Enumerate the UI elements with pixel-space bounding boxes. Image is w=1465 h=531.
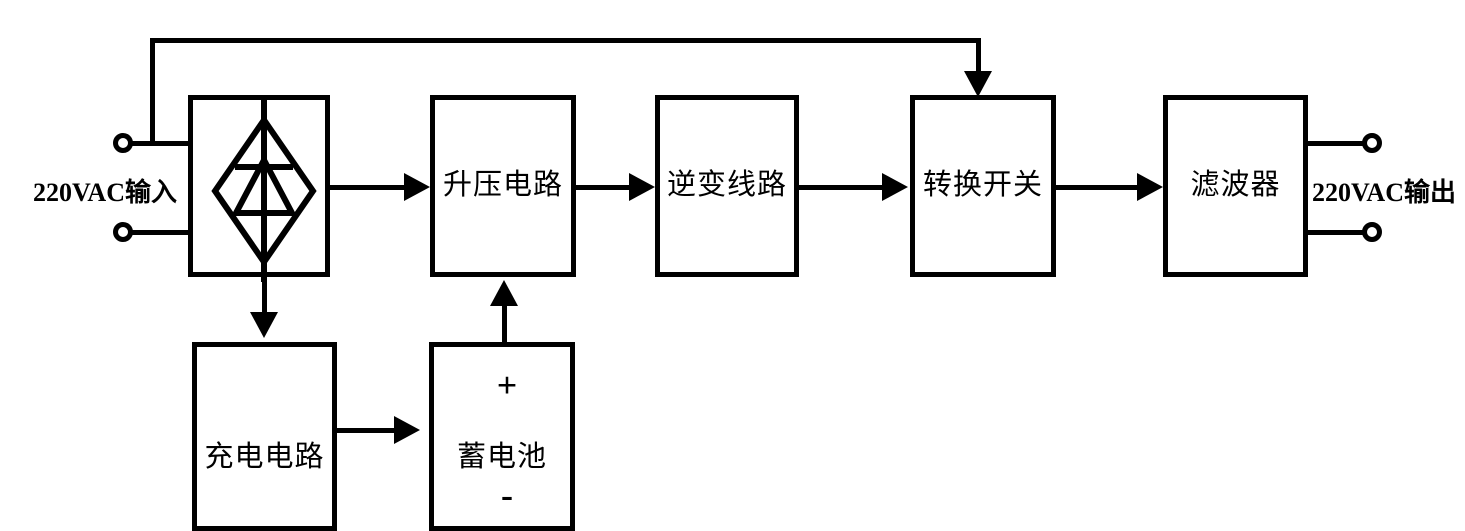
bypass-wire-right-vertical — [976, 38, 981, 78]
block-charging-circuit-label: 充电电路 — [204, 440, 325, 473]
wire-rectifier-to-charger — [262, 277, 267, 317]
arrowhead-battery-to-boost — [490, 280, 518, 306]
block-filter[interactable]: 滤波器 — [1163, 95, 1308, 277]
arrowhead-inverter-to-transfer — [882, 173, 908, 201]
input-terminal-top — [113, 133, 133, 153]
arrowhead-boost-to-inverter — [629, 173, 655, 201]
battery-polarity-marks: + - — [434, 367, 580, 513]
block-inverter-label: 逆变线路 — [666, 169, 787, 202]
battery-minus-sign: - — [501, 475, 513, 515]
output-terminal-top — [1362, 133, 1382, 153]
input-terminal-bottom — [113, 222, 133, 242]
output-label: 220VAC输出 — [1312, 178, 1456, 207]
block-transfer-switch[interactable]: 转换开关 — [910, 95, 1056, 277]
block-battery-label: 蓄电池 — [456, 440, 547, 473]
arrowhead-rectifier-to-charger — [250, 312, 278, 338]
bypass-arrowhead — [964, 71, 992, 97]
block-charging-circuit[interactable]: 充电电路 — [192, 342, 337, 531]
block-boost-circuit[interactable]: 升压电路 — [430, 95, 576, 277]
bypass-wire-left-vertical — [150, 38, 155, 146]
block-rectifier[interactable] — [188, 95, 330, 282]
arrowhead-transfer-to-filter — [1137, 173, 1163, 201]
output-terminal-bottom — [1362, 222, 1382, 242]
output-wire-top — [1308, 141, 1370, 146]
arrowhead-rectifier-to-boost — [404, 173, 430, 201]
wire-rectifier-to-boost — [330, 185, 406, 190]
wire-charger-to-battery — [337, 428, 396, 433]
block-battery[interactable]: 蓄电池 + - — [429, 342, 575, 531]
arrowhead-charger-to-battery — [394, 416, 420, 444]
input-wire-top — [131, 141, 193, 146]
wire-battery-to-boost — [502, 303, 507, 342]
block-boost-circuit-label: 升压电路 — [442, 169, 563, 202]
block-inverter[interactable]: 逆变线路 — [655, 95, 799, 277]
wire-transfer-to-filter — [1056, 185, 1139, 190]
wire-boost-to-inverter — [576, 185, 631, 190]
bridge-rectifier-icon — [211, 100, 317, 282]
input-label: 220VAC输入 — [33, 178, 177, 207]
block-filter-label: 滤波器 — [1190, 169, 1281, 202]
input-wire-bottom — [131, 230, 193, 235]
output-wire-bottom — [1308, 230, 1370, 235]
battery-plus-sign: + — [496, 365, 518, 405]
wire-inverter-to-transfer — [799, 185, 884, 190]
bypass-wire-top-horizontal — [150, 38, 981, 43]
block-transfer-switch-label: 转换开关 — [922, 169, 1043, 202]
